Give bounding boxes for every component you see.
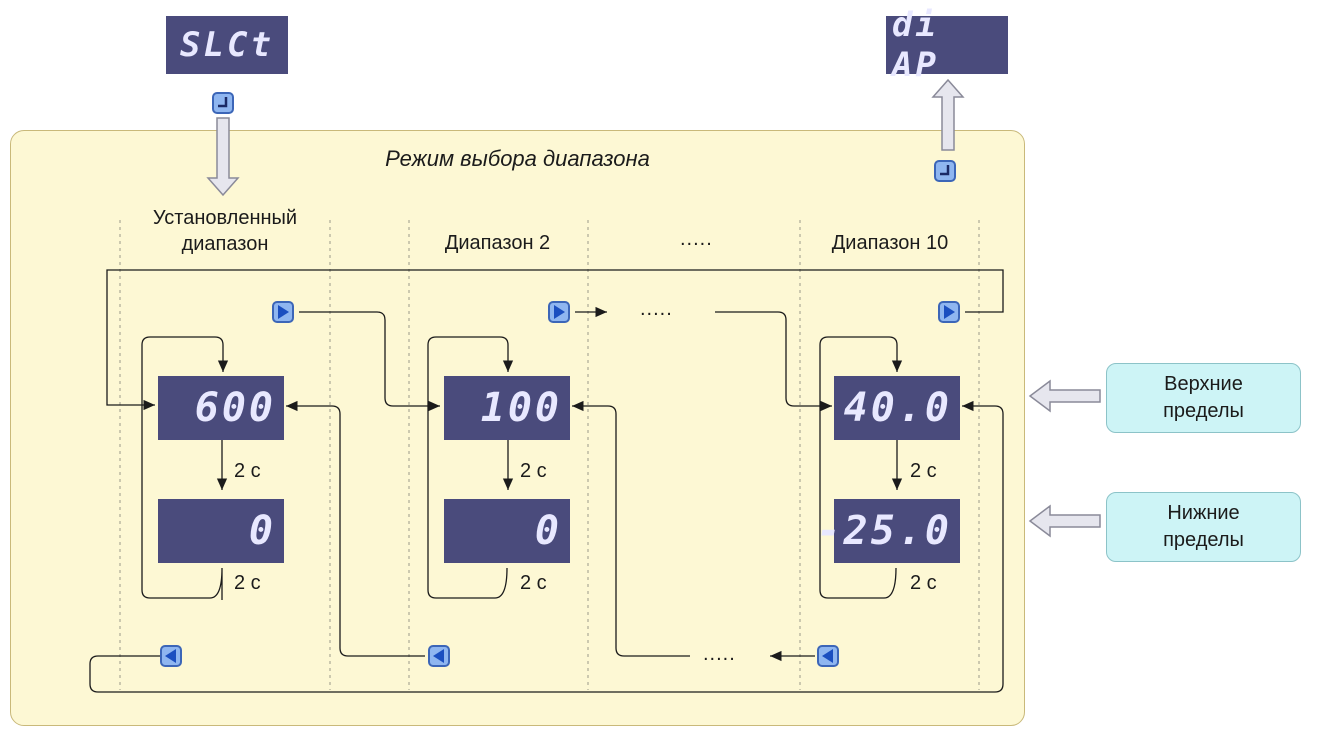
left-arrow-key-icon <box>822 649 833 663</box>
select-display: SLCt <box>166 16 288 74</box>
column-label-installed: Установленный диапазон <box>110 205 340 257</box>
left-arrow-key-icon <box>433 649 444 663</box>
duration-label: 2 с <box>910 460 937 482</box>
left-key-1[interactable] <box>160 645 182 667</box>
enter-key-icon <box>218 97 228 108</box>
right-key-1[interactable] <box>272 301 294 323</box>
column-label-range-2: Диапазон 2 <box>444 232 551 254</box>
panel-title: Режим выбора диапазона <box>385 146 650 171</box>
duration-label: 2 с <box>520 572 547 594</box>
lower-limits-box: Нижние пределы <box>1106 492 1301 562</box>
right-arrow-key-icon <box>944 305 955 319</box>
left-key-2[interactable] <box>428 645 450 667</box>
right-arrow-key-icon <box>554 305 565 319</box>
upper-limits-line2: пределы <box>1163 400 1244 422</box>
upper-limit-display-2: 100 <box>444 376 570 440</box>
duration-label: 2 с <box>234 460 261 482</box>
upper-limits-box: Верхние пределы <box>1106 363 1301 433</box>
lower-limit-display-10: -25.0 <box>817 499 960 563</box>
column-label-line2: диапазон <box>181 233 269 255</box>
mode-arrows <box>206 78 1101 538</box>
right-key-3[interactable] <box>938 301 960 323</box>
enter-key-top[interactable] <box>212 92 234 114</box>
right-key-2[interactable] <box>548 301 570 323</box>
upper-limit-display-10: 40.0 <box>834 376 960 440</box>
lower-limits-line2: пределы <box>1163 529 1244 551</box>
duration-label: 2 с <box>910 572 937 594</box>
upper-limit-display-1: 600 <box>158 376 284 440</box>
enter-key-panel[interactable] <box>934 160 956 182</box>
ellipsis-bottom: ..... <box>703 643 736 665</box>
column-label-line1: Установленный <box>152 207 298 229</box>
lower-limit-display-2: 0 <box>444 499 570 563</box>
duration-label: 2 с <box>520 460 547 482</box>
enter-key-icon <box>940 165 950 176</box>
lower-limit-display-1: 0 <box>158 499 284 563</box>
right-arrow-key-icon <box>278 305 289 319</box>
left-arrow-key-icon <box>165 649 176 663</box>
left-key-3[interactable] <box>817 645 839 667</box>
lower-limits-line1: Нижние <box>1167 502 1240 524</box>
column-label-ellipsis: ..... <box>680 228 713 250</box>
column-label-range-10: Диапазон 10 <box>831 232 949 254</box>
duration-label: 2 с <box>234 572 261 594</box>
ellipsis-top: ..... <box>640 298 673 320</box>
upper-limits-line1: Верхние <box>1164 373 1243 395</box>
column-dividers <box>119 220 980 690</box>
